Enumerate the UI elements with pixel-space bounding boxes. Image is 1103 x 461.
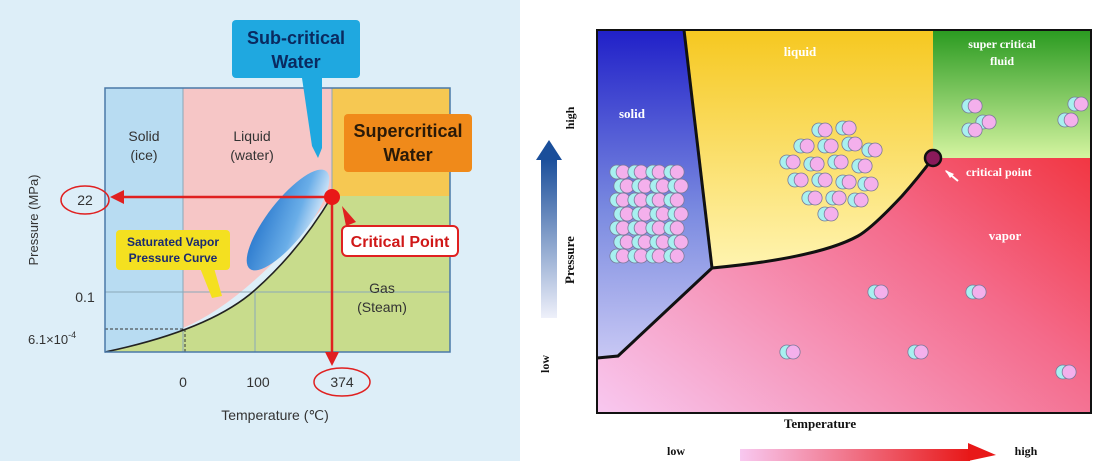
- particle: [971, 284, 987, 300]
- solid-sublabel: (ice): [130, 147, 157, 163]
- vapor-label-right: vapor: [989, 228, 1022, 243]
- left-phase-diagram: Solid (ice) Liquid (water) Gas (Steam) S…: [0, 0, 520, 461]
- particle: [863, 176, 879, 192]
- particle: [669, 192, 685, 208]
- particle: [785, 344, 801, 360]
- supercritical-label-right-line2: fluid: [990, 54, 1014, 68]
- supercritical-label-right-line1: super critical: [968, 37, 1036, 51]
- plot-frame: [104, 87, 451, 353]
- critical-point-callout: Critical Point: [341, 206, 459, 257]
- supercritical-region-right: [933, 30, 1091, 158]
- particle: [673, 178, 689, 194]
- liquid-particle-cluster: [779, 120, 883, 222]
- particle: [673, 234, 689, 250]
- particle: [817, 172, 833, 188]
- temperature-high-label: high: [1015, 444, 1038, 458]
- critical-point-label: Critical Point: [351, 234, 450, 251]
- pressure-low-label: low: [538, 355, 552, 373]
- temperature-axis-label: Temperature: [784, 416, 856, 431]
- particle: [673, 206, 689, 222]
- particle: [823, 138, 839, 154]
- solid-label-right: solid: [619, 106, 646, 121]
- critical-point-arrows: [110, 189, 340, 366]
- particle: [823, 206, 839, 222]
- grid-lines: [105, 88, 450, 352]
- liquid-label-right: liquid: [784, 44, 817, 59]
- temperature-low-label: low: [667, 444, 685, 458]
- temperature-arrow-shaft: [740, 449, 970, 461]
- critical-point-label-right: critical point: [966, 165, 1032, 179]
- gas-label: Gas: [369, 280, 395, 296]
- critical-point-marker-right: [923, 148, 943, 168]
- pressure-high-label: high: [563, 106, 577, 129]
- left-y-axis-label: Pressure (MPa): [26, 174, 41, 265]
- particle: [867, 142, 883, 158]
- liquid-label: Liquid: [233, 128, 270, 144]
- y-tick-0-1: 0.1: [75, 289, 95, 305]
- particle: [981, 114, 997, 130]
- saturated-curve-callout: Saturated Vapor Pressure Curve: [116, 230, 230, 298]
- pressure-arrow-shaft: [541, 158, 557, 318]
- particle: [793, 172, 809, 188]
- particle: [1061, 364, 1077, 380]
- subcritical-label-line2: Water: [271, 52, 320, 72]
- subcritical-label-line1: Sub-critical: [247, 28, 345, 48]
- particle: [831, 190, 847, 206]
- gas-sublabel: (Steam): [357, 299, 407, 315]
- particle: [841, 120, 857, 136]
- particle: [847, 136, 863, 152]
- particle: [669, 220, 685, 236]
- temperature-arrow-head: [968, 443, 996, 461]
- particle: [853, 192, 869, 208]
- saturated-curve-label-line1: Saturated Vapor: [127, 235, 219, 249]
- particle: [833, 154, 849, 170]
- subcritical-water-ellipse: [246, 169, 330, 271]
- supercritical-label-line1: Supercritical: [353, 121, 462, 141]
- supercritical-label-line2: Water: [383, 145, 432, 165]
- particle: [967, 98, 983, 114]
- particle: [913, 344, 929, 360]
- particle: [1073, 96, 1089, 112]
- liquid-sublabel: (water): [230, 147, 274, 163]
- supercritical-callout: Supercritical Water: [344, 114, 472, 172]
- solid-region: [105, 88, 183, 352]
- saturated-curve-label-line2: Pressure Curve: [129, 251, 218, 265]
- solid-particle-cluster: [609, 164, 689, 264]
- particle: [873, 284, 889, 300]
- critical-point-pointer-line: [945, 170, 959, 182]
- particle: [809, 156, 825, 172]
- tick-374-highlight: [313, 367, 371, 397]
- particle: [967, 122, 983, 138]
- solid-label: Solid: [128, 128, 159, 144]
- subcritical-callout: Sub-critical Water: [232, 20, 360, 158]
- critical-point-marker: [324, 189, 340, 205]
- pressure-axis-label: Pressure: [562, 236, 577, 284]
- particle: [669, 164, 685, 180]
- right-plot-frame: [596, 29, 1092, 414]
- particle: [669, 248, 685, 264]
- right-phase-diagram: high Pressure low critical point solid l…: [536, 29, 1092, 461]
- supercritical-particles: [961, 96, 1089, 138]
- vapor-particles: [779, 284, 1077, 380]
- saturated-vapor-curve: [104, 195, 333, 353]
- y-tick-6-1e-4: 6.1×10-4: [28, 330, 76, 347]
- particle: [857, 158, 873, 174]
- left-x-axis-label: Temperature (℃): [221, 407, 329, 423]
- particle: [1063, 112, 1079, 128]
- tick-22-highlight: [60, 185, 110, 215]
- x-tick-374: 374: [330, 374, 354, 390]
- x-tick-100: 100: [246, 374, 270, 390]
- particle: [817, 122, 833, 138]
- particle: [785, 154, 801, 170]
- pressure-arrow-head: [536, 140, 562, 160]
- x-tick-0: 0: [179, 374, 187, 390]
- phase-boundaries: [597, 30, 935, 360]
- particle: [841, 174, 857, 190]
- y-tick-22: 22: [77, 192, 93, 208]
- particle: [807, 190, 823, 206]
- particle: [799, 138, 815, 154]
